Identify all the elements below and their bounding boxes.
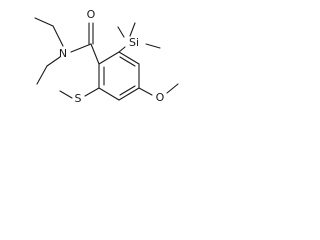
atom-label-thio-s: S (75, 92, 82, 105)
bond-ring-c2-c3 (118, 51, 140, 65)
bond-ring-omethoxy (138, 87, 153, 96)
bond-ring-c5-c6 (98, 87, 120, 101)
bond-si-me1 (117, 26, 125, 38)
bond-omethoxy-me (166, 83, 179, 94)
bond-ring-s (84, 87, 100, 97)
bond-ring-c1-c2 (98, 51, 120, 65)
bond-ring-carbonyl (90, 43, 100, 65)
bond-ethyl2-ch3 (36, 65, 48, 85)
bond-ring-c4-c5 (118, 87, 140, 101)
bond-ring-si (118, 46, 126, 53)
chemical-structure: N O Si O S (34, 8, 179, 105)
atom-label-silicon: Si (129, 36, 139, 49)
bond-n-ethyl2-ch2 (46, 56, 61, 67)
bonds (34, 17, 179, 101)
bond-si-me2 (129, 22, 136, 37)
bond-s-me (59, 90, 73, 99)
atom-label-carbonyl-o: O (87, 8, 96, 21)
bond-n-ethyl1-ch2 (52, 25, 64, 47)
atom-label-methoxy-o: O (156, 91, 165, 104)
bond-ring-c2-c3-inner (119, 56, 136, 67)
bond-ethyl1-ch3 (34, 17, 54, 27)
bond-si-me3 (145, 43, 161, 49)
bond-ring-c4-c5-inner (119, 85, 136, 96)
atom-labels: N O Si O S (59, 8, 165, 105)
atom-label-amide-n: N (59, 47, 67, 60)
bond-carbonyl-n (70, 43, 92, 53)
